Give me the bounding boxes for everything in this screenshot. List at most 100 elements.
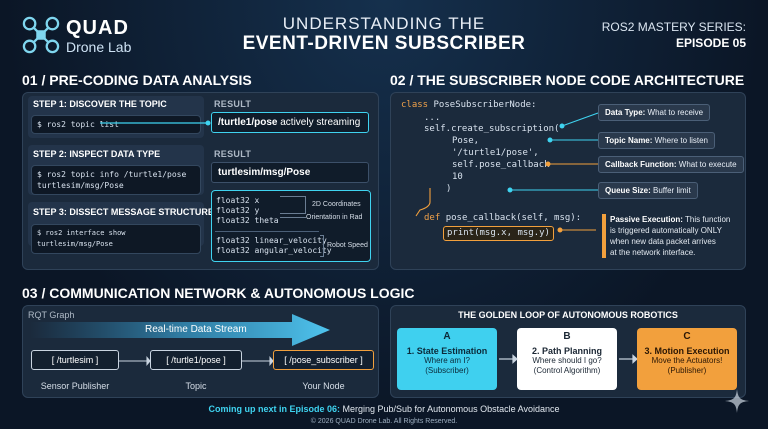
code-line-queue: 10 <box>452 172 463 182</box>
annotation-speed: Robot Speed <box>327 242 368 249</box>
loop-line1-a: Where am I? <box>424 356 470 365</box>
code-def-rest: pose_callback(self, msg): <box>445 213 582 223</box>
brand-name: QUAD <box>66 17 129 39</box>
step1-result-topic: /turtle1/pose <box>218 117 278 128</box>
loop-line2-c: (Publisher) <box>667 366 707 375</box>
code-line-def: def pose_callback(self, msg): <box>424 213 581 224</box>
loop-line2-b: (Control Algorithm) <box>533 366 601 375</box>
step2-command-line2: turtlesim/msg/Pose <box>37 181 124 190</box>
label-topic-name: Topic Name: Where to listen <box>598 132 715 149</box>
data-stream-label: Real-time Data Stream <box>145 324 247 335</box>
step1-result-heading: RESULT <box>214 99 252 109</box>
field-angular-velocity: float32 angular_velocity <box>216 246 332 255</box>
next-episode-bold: Coming up next in Episode 06: <box>208 404 341 414</box>
step3-command: $ ros2 interface show turtlesim/msg/Pose <box>31 224 201 254</box>
loop-card-motion-execution: C 3. Motion Execution Move the Actuators… <box>637 328 737 390</box>
annotation-coordinates: 2D Coordinates <box>312 201 361 208</box>
quadcopter-icon <box>22 16 60 54</box>
loop-arrows <box>499 354 637 364</box>
step2-command: $ ros2 topic info /turtle1/pose turtlesi… <box>31 165 201 195</box>
loop-line1-c: Move the Actuators! <box>651 356 723 365</box>
coords-bracket <box>280 196 306 214</box>
code-line-print: print(msg.x, msg.y) <box>443 226 554 241</box>
annotation-orientation: Orientation in Rad <box>306 214 363 221</box>
step2-result: turtlesim/msg/Pose <box>211 162 369 183</box>
code-line-topic: '/turtle1/pose', <box>452 148 539 158</box>
step3-heading: STEP 3: DISSECT MESSAGE STRUCTURE <box>33 207 214 217</box>
code-line-callback: self.pose_callback <box>452 160 550 170</box>
label-callback-bold: Callback Function: <box>605 160 677 169</box>
passive-line1: This function <box>682 215 731 224</box>
episode-label: EPISODE 05 <box>675 36 746 50</box>
fields-divider <box>215 231 319 232</box>
step1-result: /turtle1/pose actively streaming <box>211 112 369 133</box>
label-data-type: Data Type: What to receive <box>598 104 711 121</box>
code-connectors <box>415 112 599 233</box>
code-line-class: class PoseSubscriberNode: <box>401 100 536 111</box>
passive-line4: at the network interface. <box>610 248 696 257</box>
code-line-type: Pose, <box>452 136 480 146</box>
step2-result-heading: RESULT <box>214 149 252 159</box>
caption-turtlesim: Sensor Publisher <box>40 381 110 391</box>
label-topic-name-bold: Topic Name: <box>605 136 653 145</box>
label-data-type-rest: What to receive <box>645 108 704 117</box>
passive-bold: Passive Execution: <box>610 215 683 224</box>
step2-command-line1: $ ros2 topic info /turtle1/pose <box>37 170 187 179</box>
data-stream-arrow <box>30 314 330 346</box>
step2-heading: STEP 2: INSPECT DATA TYPE <box>33 149 161 159</box>
loop-title-a: 1. State Estimation <box>406 346 488 356</box>
loop-letter-c: C <box>683 331 691 342</box>
next-episode-rest: Merging Pub/Sub for Autonomous Obstacle … <box>340 404 560 414</box>
field-theta: float32 theta <box>216 216 279 225</box>
code-line-ellipsis: ... <box>424 113 441 123</box>
node-topic: [ /turtle1/pose ] <box>150 350 242 370</box>
sparkle-icon <box>725 389 749 413</box>
node-turtlesim: [ /turtlesim ] <box>31 350 119 370</box>
orient-line <box>280 217 306 218</box>
loop-card-state-estimation: A 1. State Estimation Where am I? (Subsc… <box>397 328 497 390</box>
label-queue-size-bold: Queue Size: <box>605 186 651 195</box>
label-data-type-bold: Data Type: <box>605 108 646 117</box>
label-callback: Callback Function: What to execute <box>598 156 744 173</box>
step1-heading: STEP 1: DISCOVER THE TOPIC <box>33 99 167 109</box>
passive-line2: is triggered automatically ONLY <box>610 226 722 235</box>
brand-sub: Drone Lab <box>66 39 132 55</box>
node-subscriber: [ /pose_subscriber ] <box>273 350 374 370</box>
code-line-create: self.create_subscription( <box>424 124 560 134</box>
caption-subscriber: Your Node <box>302 381 345 391</box>
next-episode-banner: Coming up next in Episode 06: Merging Pu… <box>0 404 768 414</box>
page-title-line2: EVENT-DRIVEN SUBSCRIBER <box>242 33 526 54</box>
loop-line2-a: (Subscriber) <box>425 366 469 375</box>
caption-topic: Topic <box>185 381 207 391</box>
copyright: © 2026 QUAD Drone Lab. All Rights Reserv… <box>310 418 458 425</box>
step1-command: $ ros2 topic list <box>31 115 201 134</box>
section2-heading: 02 / THE SUBSCRIBER NODE CODE ARCHITECTU… <box>390 72 745 88</box>
loop-letter-a: A <box>443 331 451 342</box>
code-class-name: PoseSubscriberNode: <box>433 100 537 110</box>
speed-bracket <box>320 235 324 257</box>
page-title-line1: UNDERSTANDING THE <box>282 14 486 33</box>
loop-title-b: 2. Path Planning <box>531 346 602 356</box>
golden-loop-title: THE GOLDEN LOOP OF AUTONOMOUS ROBOTICS <box>458 310 678 320</box>
passive-accent-bar <box>602 214 606 258</box>
step1-result-rest: actively streaming <box>277 117 361 128</box>
code-line-close: ) <box>446 184 452 194</box>
loop-line1-b: Where should I go? <box>532 356 602 365</box>
field-x: float32 x <box>216 196 260 205</box>
loop-card-path-planning: B 2. Path Planning Where should I go? (C… <box>517 328 617 390</box>
loop-letter-b: B <box>563 331 571 342</box>
passive-line3: when new data packet arrives <box>610 237 716 246</box>
code-keyword-def: def <box>424 213 446 223</box>
field-y: float32 y <box>216 206 260 215</box>
label-queue-size-rest: Buffer limit <box>650 186 691 195</box>
label-callback-rest: What to execute <box>676 160 737 169</box>
field-linear-velocity: float32 linear_velocity <box>216 236 327 245</box>
loop-title-c: 3. Motion Execution <box>644 346 730 356</box>
section3-heading: 03 / COMMUNICATION NETWORK & AUTONOMOUS … <box>22 285 415 301</box>
node-arrows <box>119 356 273 366</box>
label-topic-name-rest: Where to listen <box>652 136 708 145</box>
series-label: ROS2 MASTERY SERIES: <box>601 20 746 34</box>
passive-execution-note: Passive Execution: This function is trig… <box>610 214 744 258</box>
